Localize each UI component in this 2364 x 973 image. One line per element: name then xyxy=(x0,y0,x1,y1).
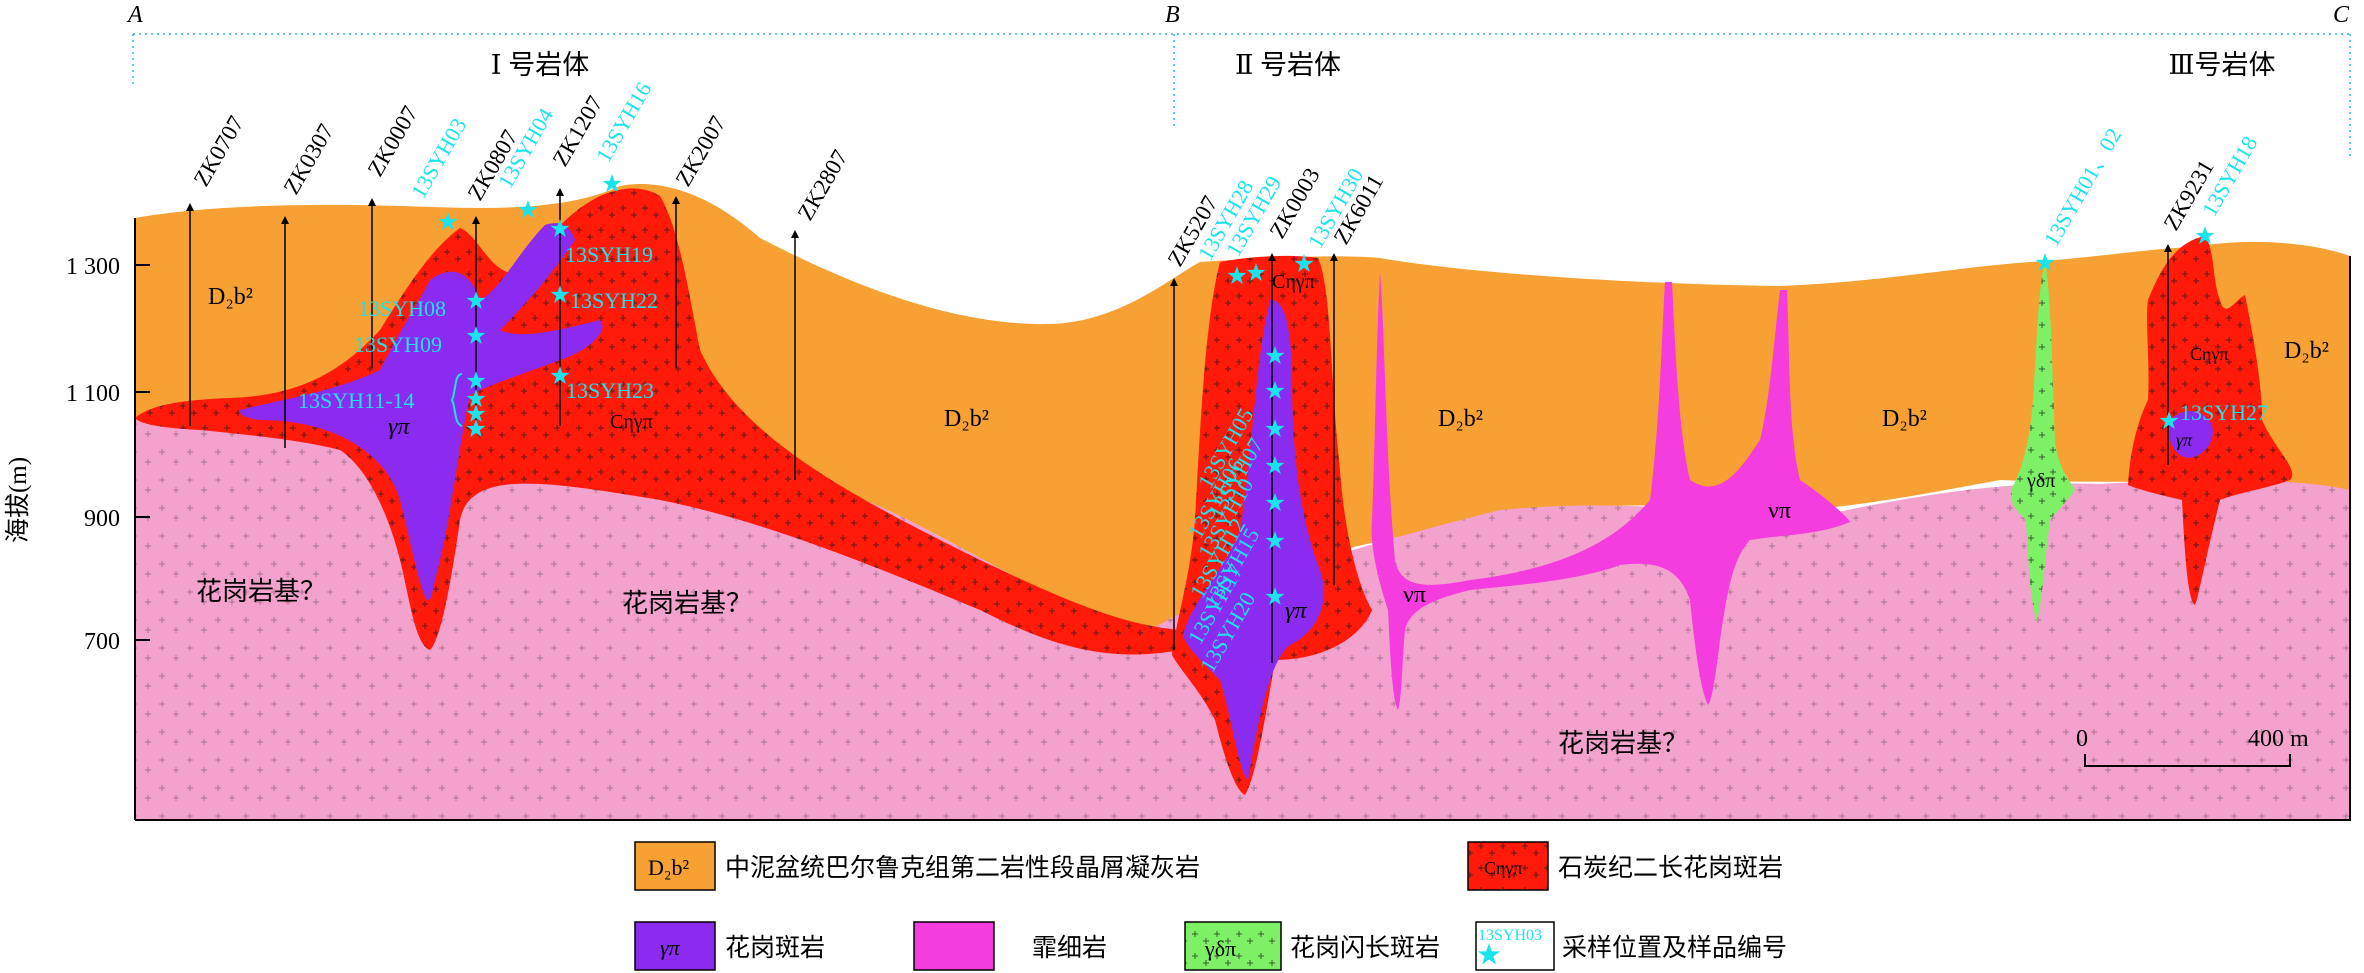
body-three-label: Ⅲ号岩体 xyxy=(2168,50,2275,80)
sample-label: 13SYH08 xyxy=(358,296,446,321)
scale-max: 400 m xyxy=(2248,726,2309,752)
unit-labels: D₂b² D₂b² D₂b² D₂b² D₂b² Cηγπ Cηγπ Cηγπ … xyxy=(196,271,2329,758)
body-three-gpi xyxy=(2168,410,2213,458)
borehole-zk0007: ZK0007 xyxy=(363,102,423,181)
sample-label: 13SYH03 xyxy=(406,114,472,203)
label-batholith: 花岗岩基？ xyxy=(1558,729,1688,758)
label-batholith: 花岗岩基？ xyxy=(622,589,752,618)
legend-sample-example: 13SYH03 xyxy=(1478,927,1542,944)
y-tick-700: 700 xyxy=(84,629,120,655)
y-tick-900: 900 xyxy=(84,506,120,532)
legend-swatch-cetapi-label: Cηγπ xyxy=(1484,858,1522,878)
legend-swatch-gpi xyxy=(634,921,716,971)
label-cetapi: Cηγπ xyxy=(1272,271,1315,293)
section-letter-a: A xyxy=(126,2,143,28)
sample-label: 13SYH11-14 xyxy=(298,388,415,413)
legend-swatch-gpi-label: γπ xyxy=(660,935,681,960)
section-letter-b: B xyxy=(1165,2,1180,28)
label-gpi: γπ xyxy=(388,414,410,440)
scale-zero: 0 xyxy=(2076,726,2088,752)
sample-label: 13SYH23 xyxy=(566,378,654,403)
legend-cetapi: 石炭纪二长花岗斑岩 xyxy=(1558,854,1783,882)
legend-swatch-d2b2-label: D₂b² xyxy=(648,855,690,880)
borehole-zk0307: ZK0307 xyxy=(279,120,339,199)
sample-bracket xyxy=(450,373,463,427)
sample-label: 13SYH09 xyxy=(354,332,442,357)
legend-gpi: 花岗斑岩 xyxy=(725,934,825,962)
legend-swatch-gdpi-label: γδπ xyxy=(1204,936,1236,961)
section-frame xyxy=(135,256,2351,821)
label-gdpi: γδπ xyxy=(2026,470,2055,492)
body-one-label: Ⅰ 号岩体 xyxy=(491,50,589,80)
body-two-gpi xyxy=(1183,299,1324,780)
legend-gdpi: 花岗闪长斑岩 xyxy=(1290,934,1440,962)
label-d2b2: D₂b² xyxy=(1438,406,1483,432)
sample-label: 13SYH01、02 xyxy=(2039,124,2127,251)
sample-label: 13SYH16 xyxy=(591,78,657,167)
y-tick-1100: 1 100 xyxy=(66,381,120,407)
label-batholith: 花岗岩基？ xyxy=(196,577,326,606)
legend-swatch-felsite xyxy=(913,921,995,971)
label-d2b2: D₂b² xyxy=(2284,338,2329,364)
label-d2b2: D₂b² xyxy=(208,284,253,310)
unit-felsite-vpi xyxy=(1371,272,1850,710)
borehole-zk2007: ZK2007 xyxy=(671,112,731,191)
legend-d2b2: 中泥盆统巴尔鲁克组第二岩性段晶屑凝灰岩 xyxy=(725,854,1200,882)
geology-layers xyxy=(134,184,2351,821)
label-d2b2: D₂b² xyxy=(1882,406,1927,432)
label-gpi: γπ xyxy=(2176,430,2193,450)
body-two-label: Ⅱ 号岩体 xyxy=(1235,50,1341,80)
legend: D₂b² 中泥盆统巴尔鲁克组第二岩性段晶屑凝灰岩 Cηγπ 石炭纪二长花岗斑岩 … xyxy=(634,841,1787,971)
label-cetapi: Cηγπ xyxy=(610,411,653,433)
y-axis-label: 海拔(m) xyxy=(4,457,32,543)
label-vpi: νπ xyxy=(1768,498,1791,524)
scale-bar: 0 400 m xyxy=(2076,726,2309,767)
legend-sample: 采样位置及样品编号 xyxy=(1562,934,1787,962)
y-axis-ticks xyxy=(135,264,150,641)
legend-swatch-d2b2 xyxy=(634,841,716,891)
y-tick-1300: 1 300 xyxy=(66,254,120,280)
borehole-zk0707: ZK0707 xyxy=(189,112,249,191)
borehole-caps xyxy=(186,188,2172,286)
label-d2b2: D₂b² xyxy=(944,406,989,432)
sample-label: 13SYH22 xyxy=(570,288,658,313)
section-guides xyxy=(132,33,2351,160)
borehole-zk2807: ZK2807 xyxy=(793,146,853,225)
body-one-gpi xyxy=(239,223,603,600)
label-vpi: νπ xyxy=(1403,582,1426,608)
sample-label: 13SYH19 xyxy=(565,242,653,267)
legend-felsite: 霏细岩 xyxy=(1032,934,1107,962)
section-letter-c: C xyxy=(2333,2,2350,28)
sample-label: 13SYH27 xyxy=(2180,400,2268,425)
label-gpi: γπ xyxy=(1285,598,1307,624)
label-cetapi: Cηγπ xyxy=(2190,344,2228,364)
